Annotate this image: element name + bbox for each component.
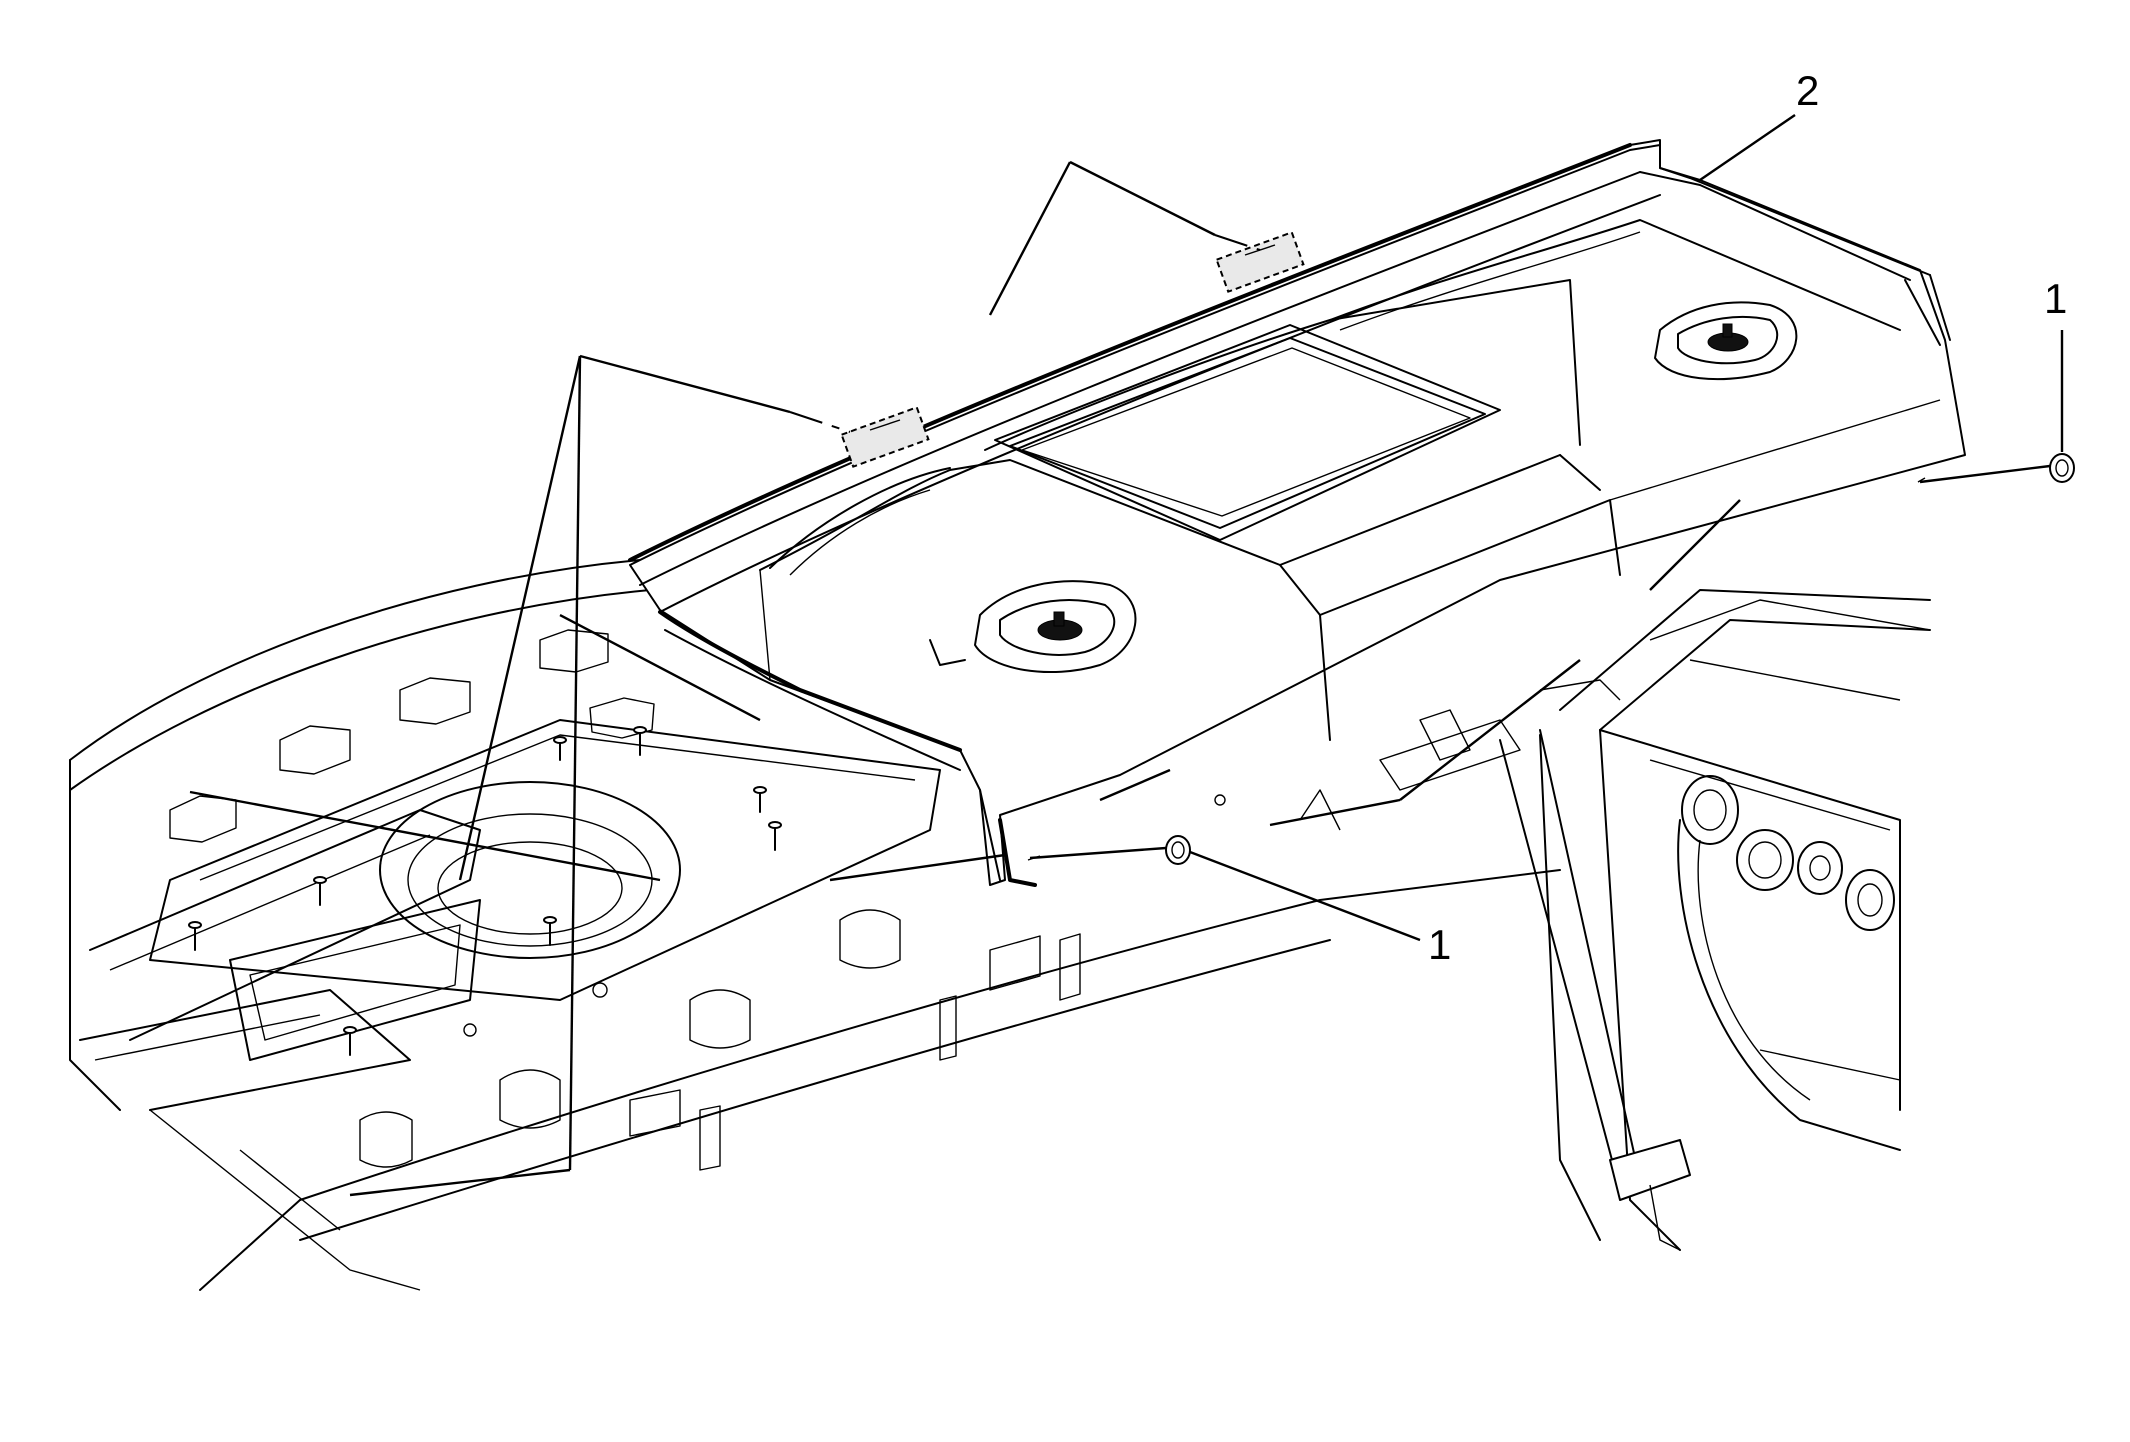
panel-clip-pads [840, 231, 1305, 468]
leader-lines [189, 114, 2064, 1197]
speaker-grilles [1681, 775, 1895, 931]
vehicle-right-interior [1299, 589, 1931, 1251]
push-pin-retainers [1165, 453, 2075, 865]
vehicle-rear-body [69, 554, 1561, 1291]
callout-2-top: 2 [1796, 67, 1820, 114]
callout-1-center: 1 [1428, 921, 1452, 968]
retainer-right [2049, 453, 2075, 483]
right-speaker-opening [1654, 301, 1798, 381]
retainer-center [1165, 835, 1191, 865]
rear-shelf-panel [628, 139, 1966, 887]
callout-1-right: 1 [2044, 275, 2068, 322]
center-recess [994, 324, 1501, 541]
left-speaker-opening [974, 580, 1137, 674]
floor-studs [188, 726, 782, 1056]
